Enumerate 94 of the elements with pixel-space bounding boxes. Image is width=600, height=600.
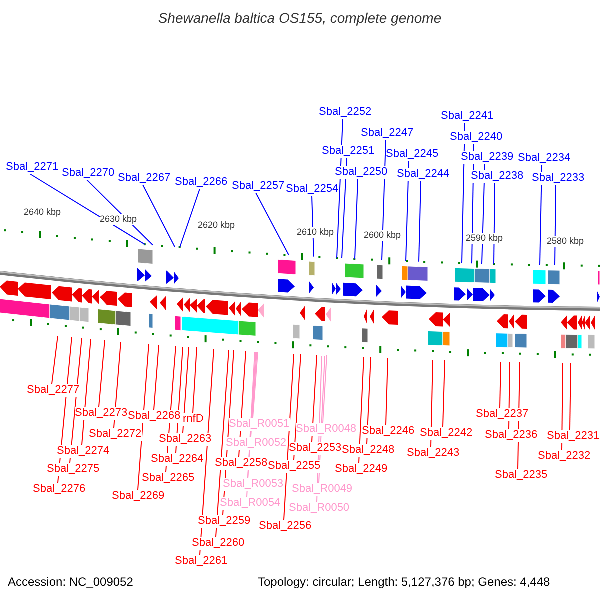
gene-label: Sbal_R0049 [292, 483, 353, 496]
gene-label: Sbal_2266 [175, 176, 228, 189]
leader-line [418, 180, 422, 262]
gene-label: Sbal_2248 [342, 444, 395, 457]
gene-label: Sbal_2236 [485, 429, 538, 442]
gene-label: Sbal_2255 [268, 460, 321, 473]
gene-label: Sbal_2246 [362, 425, 415, 438]
gene-label: Sbal_2275 [47, 463, 100, 476]
gene-label: Sbal_2244 [397, 168, 450, 181]
scale-label: 2620 kbp [198, 220, 236, 231]
gene-label: Sbal_R0051 [229, 418, 290, 431]
leader-line [52, 336, 58, 384]
gene-label: Sbal_2233 [532, 172, 585, 185]
leader-line [98, 340, 106, 408]
gene-label: Sbal_2261 [175, 555, 228, 568]
leader-line [442, 360, 446, 428]
leader-line [554, 184, 556, 266]
scale-label: 2590 kbp [466, 233, 504, 244]
leader-line [570, 362, 572, 430]
leader-line [366, 356, 372, 444]
scale-label: 2600 kbp [364, 230, 402, 241]
leader-line [358, 356, 364, 464]
leader-line [406, 160, 410, 262]
gene-label: Sbal_R0048 [296, 423, 357, 436]
gene-label: Sbal_2243 [407, 447, 460, 460]
scale-label: 2640 kbp [24, 207, 62, 218]
leader-line [180, 188, 200, 248]
leader-line [256, 192, 290, 256]
scale-label: 2610 kbp [297, 227, 334, 238]
leader-line [182, 346, 190, 434]
leader-line [322, 354, 328, 424]
gene-label: Sbal_R0052 [226, 437, 287, 450]
gene-label: Sbal_2252 [319, 106, 372, 119]
gene-label: Sbal_R0050 [289, 502, 350, 515]
leader-line [540, 164, 542, 266]
gene-label: Sbal_2237 [476, 408, 529, 421]
gene-label: Sbal_2272 [89, 428, 142, 441]
gene-label: Sbal_2238 [471, 170, 524, 183]
gene-label: Sbal_2251 [322, 145, 375, 158]
gene-label: Sbal_2259 [198, 515, 251, 528]
gene-label: Sbal_2258 [215, 457, 268, 470]
footer-note: Accession: NC_009052 [8, 575, 134, 589]
gene-label: Sbal_R0054 [220, 497, 281, 510]
gene-label: Sbal_2276 [33, 483, 86, 496]
gene-label: Sbal_2271 [6, 161, 59, 174]
gene-label: Sbal_2235 [495, 469, 548, 482]
gene-label: Sbal_2234 [518, 152, 571, 165]
gene-label: Sbal_2241 [441, 110, 494, 123]
gene-label: Sbal_2240 [450, 131, 503, 144]
gene-label: Sbal_2267 [118, 172, 171, 185]
gene-label: Sbal_2247 [361, 127, 414, 140]
gene-label: Sbal_2263 [159, 433, 212, 446]
gene-label: Sbal_2268 [128, 410, 181, 423]
gene-label: Sbal_2257 [232, 180, 285, 193]
leader-line [82, 338, 92, 446]
footer-note: Topology: circular; Length: 5,127,376 bp; Genes: 4,448 [258, 575, 550, 589]
leader-line [138, 344, 150, 490]
gene-label: Sbal_2239 [461, 151, 514, 164]
gene-label: Sbal_2269 [112, 490, 165, 503]
gene-label: Sbal_2274 [57, 445, 110, 458]
title: Shewanella baltica OS155, complete genome [157, 10, 443, 26]
gene-label: Sbal_2254 [286, 183, 339, 196]
gene-label: Sbal_2245 [386, 148, 439, 161]
gene-label: Sbal_2232 [538, 450, 591, 463]
leader-line [342, 158, 348, 259]
gene-label: Sbal_2250 [335, 166, 388, 179]
gene-label: Sbal_2265 [142, 472, 195, 485]
leader-line [142, 184, 176, 248]
gene-label: Sbal_2273 [75, 407, 128, 420]
leader-line [252, 352, 258, 418]
leader-line [354, 178, 358, 260]
gene-label: Sbal_2242 [420, 427, 473, 440]
leader-line [312, 354, 318, 442]
gene-label: rnfD [183, 413, 204, 426]
gene-label: Sbal_2260 [192, 537, 245, 550]
gene-label: Sbal_2231 [547, 430, 600, 443]
leader-line [500, 362, 502, 408]
gene-label: Sbal_2270 [62, 167, 115, 180]
gene-label: Sbal_R0053 [223, 478, 284, 491]
leader-line [216, 350, 230, 538]
leader-line [294, 354, 302, 460]
scale-label: 2580 kbp [547, 236, 584, 247]
gene-label: Sbal_2264 [151, 453, 204, 466]
gene-label: Sbal_2253 [289, 442, 342, 455]
scale-label: 2630 kbp [100, 214, 138, 225]
leader-line [30, 174, 146, 246]
leader-line [192, 346, 198, 414]
leader-line [284, 354, 294, 520]
gene-label: Sbal_2249 [335, 463, 388, 476]
gene-label: Sbal_2277 [27, 384, 80, 397]
leader-line [386, 358, 388, 426]
gene-label: Sbal_2256 [259, 520, 312, 533]
leader-line [250, 352, 258, 438]
leader-line [154, 344, 160, 410]
